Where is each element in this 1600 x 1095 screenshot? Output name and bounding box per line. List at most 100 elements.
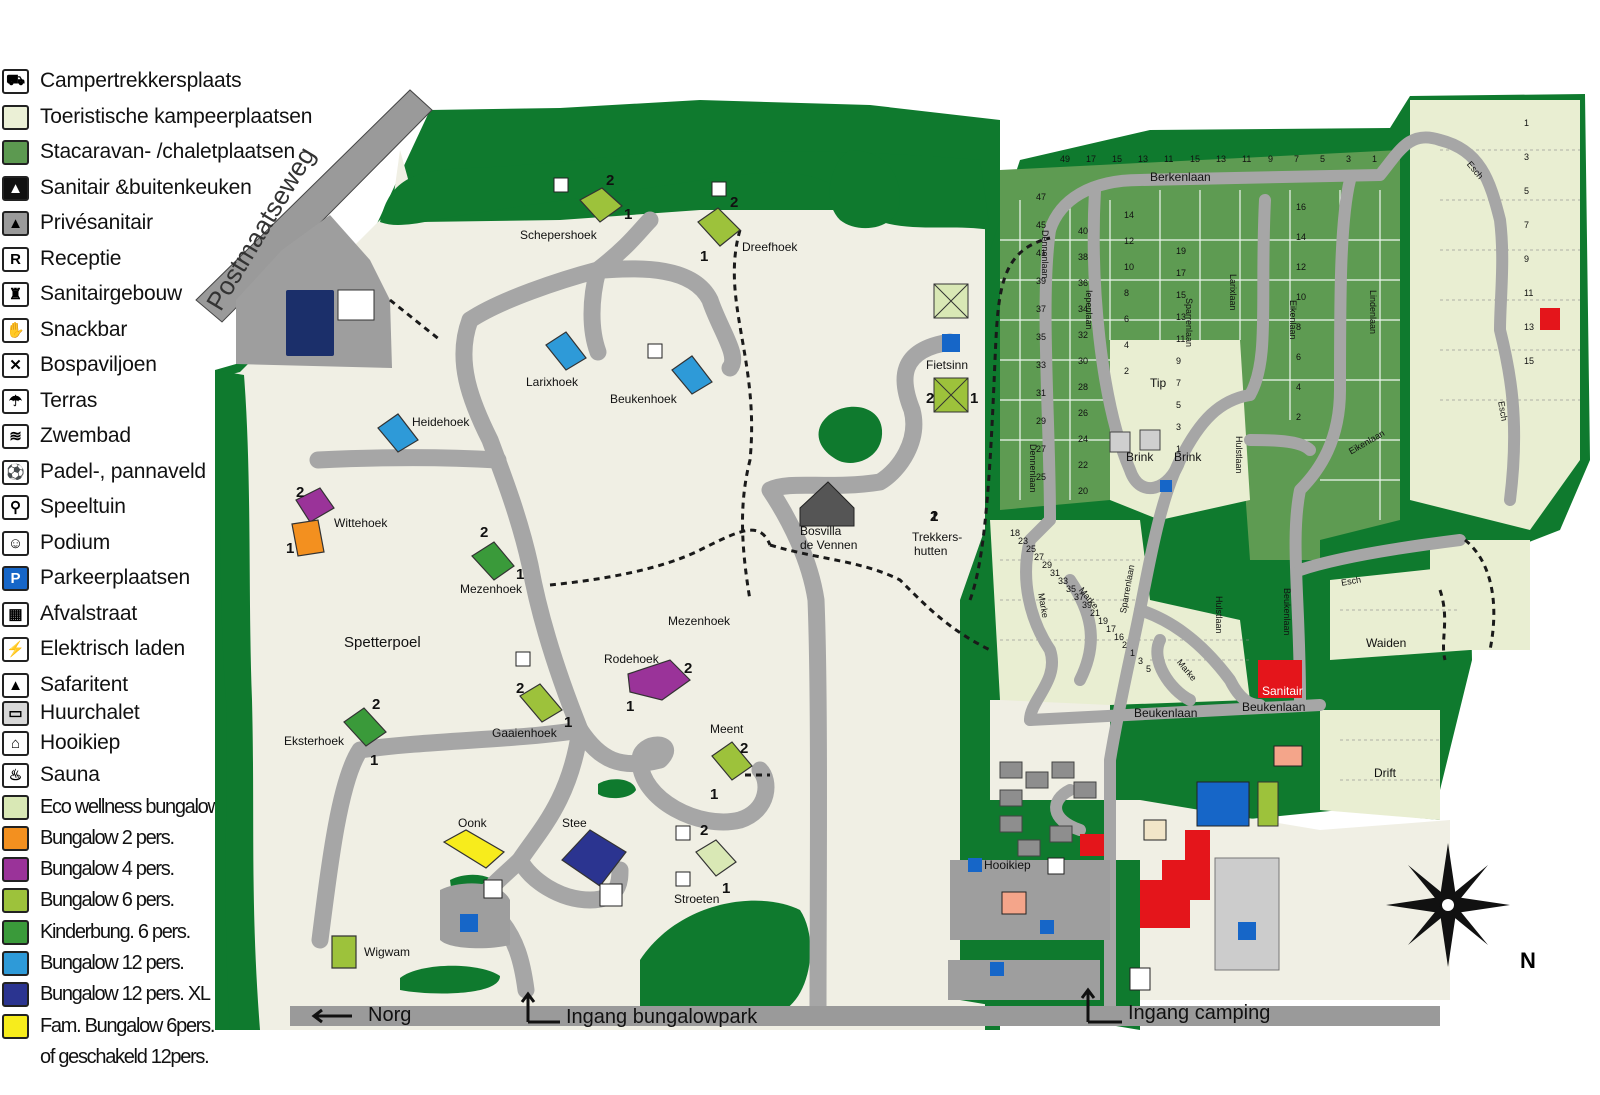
place-label-sanitair: Sanitair: [1262, 684, 1303, 698]
forest-clump-north: [829, 150, 900, 229]
bungalow-number: 1: [286, 540, 295, 557]
arrow-ingang-bungalowpark: [520, 991, 560, 1024]
plot-number: 30: [1078, 356, 1089, 366]
place-label-beukenlaan-a: Beukenlaan: [1282, 588, 1292, 636]
plot-number: 11: [1164, 154, 1174, 164]
playground-icon: ⚲: [2, 494, 29, 520]
plot-number: 35: [1066, 584, 1077, 594]
bungalow-number: 1: [626, 698, 635, 715]
plot-number: 11: [1242, 154, 1252, 164]
plot-number: 8: [1124, 288, 1130, 298]
cutlery-icon: ✕: [2, 352, 29, 378]
place-label-brink-a: Brink: [1126, 450, 1154, 464]
road-postmaatseweg: [195, 89, 433, 323]
place-label-drift: Drift: [1374, 766, 1396, 780]
plot-number: 10: [1124, 262, 1135, 272]
plot-number: 17: [1086, 154, 1097, 164]
plot-number: 27: [1036, 444, 1047, 454]
legend-item: Bungalow 6 pers.: [2, 885, 175, 915]
forest-clump-stee: [598, 779, 636, 799]
bungalow-wittehoek-4p: [295, 487, 335, 523]
bungalow-number: 1: [930, 508, 939, 525]
plot-number: 2: [1124, 366, 1130, 376]
plot-number: 9: [1524, 254, 1530, 264]
legend-label: Stacaravan- /chaletplaatsen: [40, 140, 295, 163]
bungalow-number: 1: [700, 248, 709, 265]
legend-label: Huurchalet: [40, 701, 140, 724]
plot-number: 6: [1296, 352, 1302, 362]
reception-building: [1080, 834, 1104, 856]
plot-number: 5: [1176, 400, 1182, 410]
plot-number: 31: [1050, 568, 1061, 578]
legend-swatch: [2, 887, 29, 913]
plot-number: 2: [1296, 412, 1302, 422]
plot-number: 25: [1026, 544, 1037, 554]
bungalow-number: 2: [930, 508, 939, 525]
map-icons: [460, 177, 1303, 991]
plot-grid: [1000, 190, 1400, 520]
legend-item: Fam. Bungalow 6pers.: [2, 1011, 215, 1041]
legend-item: ✋Snackbar: [2, 315, 127, 345]
bungalow-number: 2: [516, 680, 525, 697]
plot-number: 28: [1078, 382, 1089, 392]
legend-label: Bungalow 2 pers.: [40, 826, 175, 849]
bungalow-number: 2: [684, 660, 693, 677]
plot-number: 26: [1078, 408, 1089, 418]
plot-number: 13: [1216, 154, 1227, 164]
plot-number: 6: [1124, 314, 1130, 324]
place-label-beukenlaan-b: Beukenlaan: [1134, 706, 1198, 720]
place-label-beukenlaan-c: Beukenlaan: [1242, 700, 1306, 714]
legend-swatch: [2, 104, 29, 130]
bungalow-stee: [561, 829, 627, 887]
plot-number: 5: [1320, 154, 1326, 164]
place-label-tip: Tip: [1150, 376, 1167, 390]
place-label-stee: Stee: [562, 816, 587, 830]
plot-number: 33: [1036, 360, 1047, 370]
plot-number: 14: [1124, 210, 1135, 220]
parking-icon: P: [2, 565, 29, 591]
legend-swatch: [2, 919, 29, 945]
plot-number: 38: [1078, 252, 1089, 262]
plot-number: 27: [1034, 552, 1045, 562]
plot-number: 1: [1372, 154, 1378, 164]
plot-number: 19: [1098, 616, 1109, 626]
parking-lot-east: [950, 860, 1110, 940]
plot-grid-light: [1000, 149, 1580, 781]
bungalow-number: 2: [926, 390, 935, 407]
plot-number: 2: [1122, 640, 1128, 650]
place-label-meent: Meent: [710, 722, 744, 736]
theatre-mask-icon: ☺: [2, 530, 29, 556]
legend-item: ♨Sauna: [2, 760, 100, 790]
plot-number: 23: [1018, 536, 1029, 546]
plot-number: 19: [1176, 246, 1187, 256]
plot-number: 39: [1036, 276, 1047, 286]
legend-item: ⌂Hooikiep: [2, 728, 120, 758]
place-label-schepershoek: Schepershoek: [520, 228, 597, 242]
plot-number: 15: [1176, 290, 1187, 300]
plot-number: 45: [1036, 220, 1047, 230]
main-building: [1140, 830, 1210, 928]
forest-clump-south: [640, 900, 811, 1012]
plot-number: 15: [1190, 154, 1201, 164]
chalet-icon: ▭: [2, 700, 29, 726]
plot-number: 47: [1036, 192, 1047, 202]
plot-number: 9: [1176, 356, 1182, 366]
place-label-larixlaan: Larixlaan: [1228, 274, 1238, 311]
legend-label: Toeristische kampeerplaatsen: [40, 105, 313, 128]
bungalow-wittehoek-2p: [291, 519, 325, 557]
legend-label: Privésanitair: [40, 211, 153, 234]
legend-label: Eco wellness bungalow: [40, 795, 222, 818]
legend-item: Bungalow 2 pers.: [2, 823, 175, 853]
plot-number: 35: [1036, 332, 1047, 342]
swimmer-icon: ≋: [2, 423, 29, 449]
legend-item: ⛟Campertrekkersplaats: [2, 66, 242, 96]
legend-item: Eco wellness bungalow: [2, 792, 222, 822]
plot-number: 7: [1294, 154, 1300, 164]
legend-label: Campertrekkersplaats: [40, 69, 242, 92]
legend-label: Terras: [40, 389, 98, 412]
legend-label: Elektrisch laden: [40, 637, 186, 660]
legend-label: Sanitair &buitenkeuken: [40, 176, 252, 199]
forest-strip-west: [215, 370, 260, 1030]
sanitair-building: [1258, 660, 1302, 698]
